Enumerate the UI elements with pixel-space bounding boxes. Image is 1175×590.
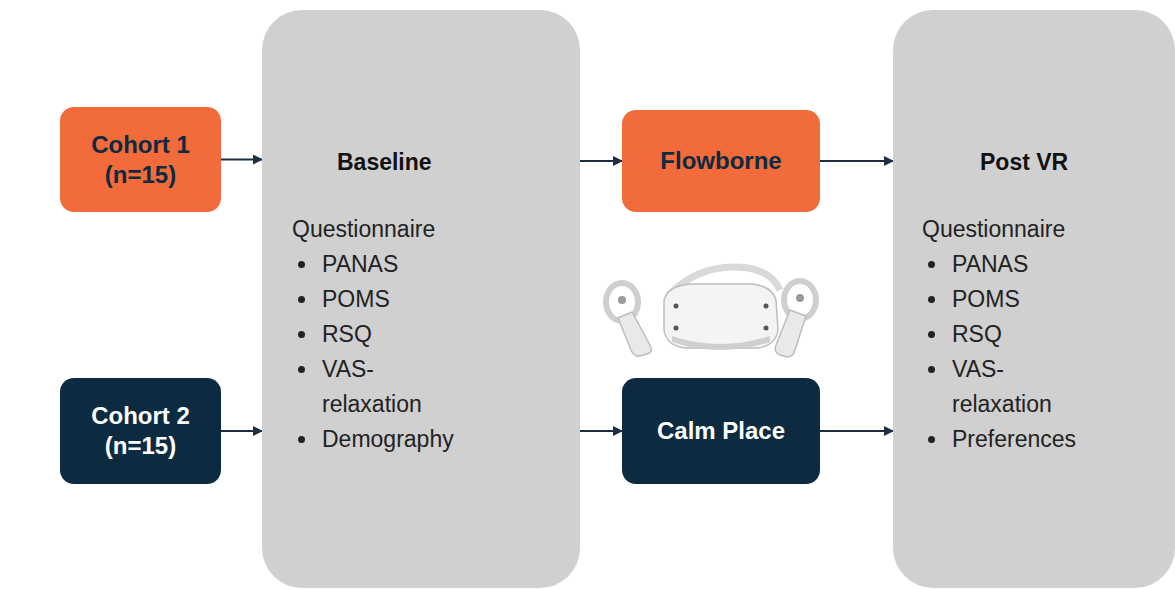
measure-name: PANAS	[952, 247, 1028, 282]
stage-panel: Post VR QuestionnairePANASPOMSRSQVAS- rel…	[893, 10, 1175, 588]
cohort-box: Cohort 2 (n=15)	[60, 378, 221, 484]
measure-name: PANAS	[322, 247, 398, 282]
left-controller	[606, 283, 651, 356]
bullet-item: VAS- relaxation	[292, 352, 580, 422]
bullet-item: PANAS	[922, 247, 1175, 282]
measure-name: POMS	[952, 282, 1020, 317]
measure-name: VAS- relaxation	[952, 352, 1052, 422]
bullet-item: RSQ	[292, 317, 580, 352]
bullet-dot	[928, 436, 935, 443]
stage-panel: BaselineQuestionnairePANASPOMSRSQVAS- re…	[262, 10, 580, 588]
list-heading: Questionnaire	[893, 212, 1175, 247]
measure-name: RSQ	[322, 317, 372, 352]
flow-arrow	[580, 160, 622, 162]
right-controller	[775, 281, 816, 357]
headset	[664, 267, 780, 350]
bullet-dot	[928, 261, 935, 268]
flow-arrow	[580, 430, 622, 432]
flow-arrow	[820, 160, 893, 162]
stage-heading: Post VR	[893, 145, 1175, 180]
bullet-dot	[928, 296, 935, 303]
bullet-dot	[298, 296, 305, 303]
measure-name: Demography	[322, 422, 454, 457]
bullet-dot	[298, 261, 305, 268]
flow-arrow	[820, 430, 893, 432]
measure-name: Preferences	[952, 422, 1076, 457]
bullet-dot	[298, 436, 305, 443]
measure-name: RSQ	[952, 317, 1002, 352]
flow-arrow	[221, 159, 262, 161]
list-heading: Questionnaire	[262, 212, 580, 247]
bullet-item: Demography	[292, 422, 580, 457]
bullet-dot	[928, 366, 935, 373]
stage-heading: Baseline	[262, 145, 580, 180]
bullet-dot	[928, 331, 935, 338]
bullet-item: PANAS	[292, 247, 580, 282]
box-label: Cohort 1 (n=15)	[70, 130, 211, 190]
box-label: Calm Place	[657, 416, 785, 446]
flow-arrow	[221, 430, 262, 432]
measure-name: VAS- relaxation	[322, 352, 422, 422]
bullet-item: VAS- relaxation	[922, 352, 1175, 422]
bullet-dot	[298, 366, 305, 373]
cohort-box: Cohort 1 (n=15)	[60, 107, 221, 212]
intervention-box: Calm Place	[622, 378, 820, 484]
box-label: Flowborne	[660, 146, 781, 176]
bullet-dot	[298, 331, 305, 338]
bullet-item: POMS	[922, 282, 1175, 317]
bullet-item: RSQ	[922, 317, 1175, 352]
measure-name: POMS	[322, 282, 390, 317]
intervention-box: Flowborne	[622, 110, 820, 212]
box-label: Cohort 2 (n=15)	[70, 401, 211, 461]
bullet-item: POMS	[292, 282, 580, 317]
bullet-item: Preferences	[922, 422, 1175, 457]
